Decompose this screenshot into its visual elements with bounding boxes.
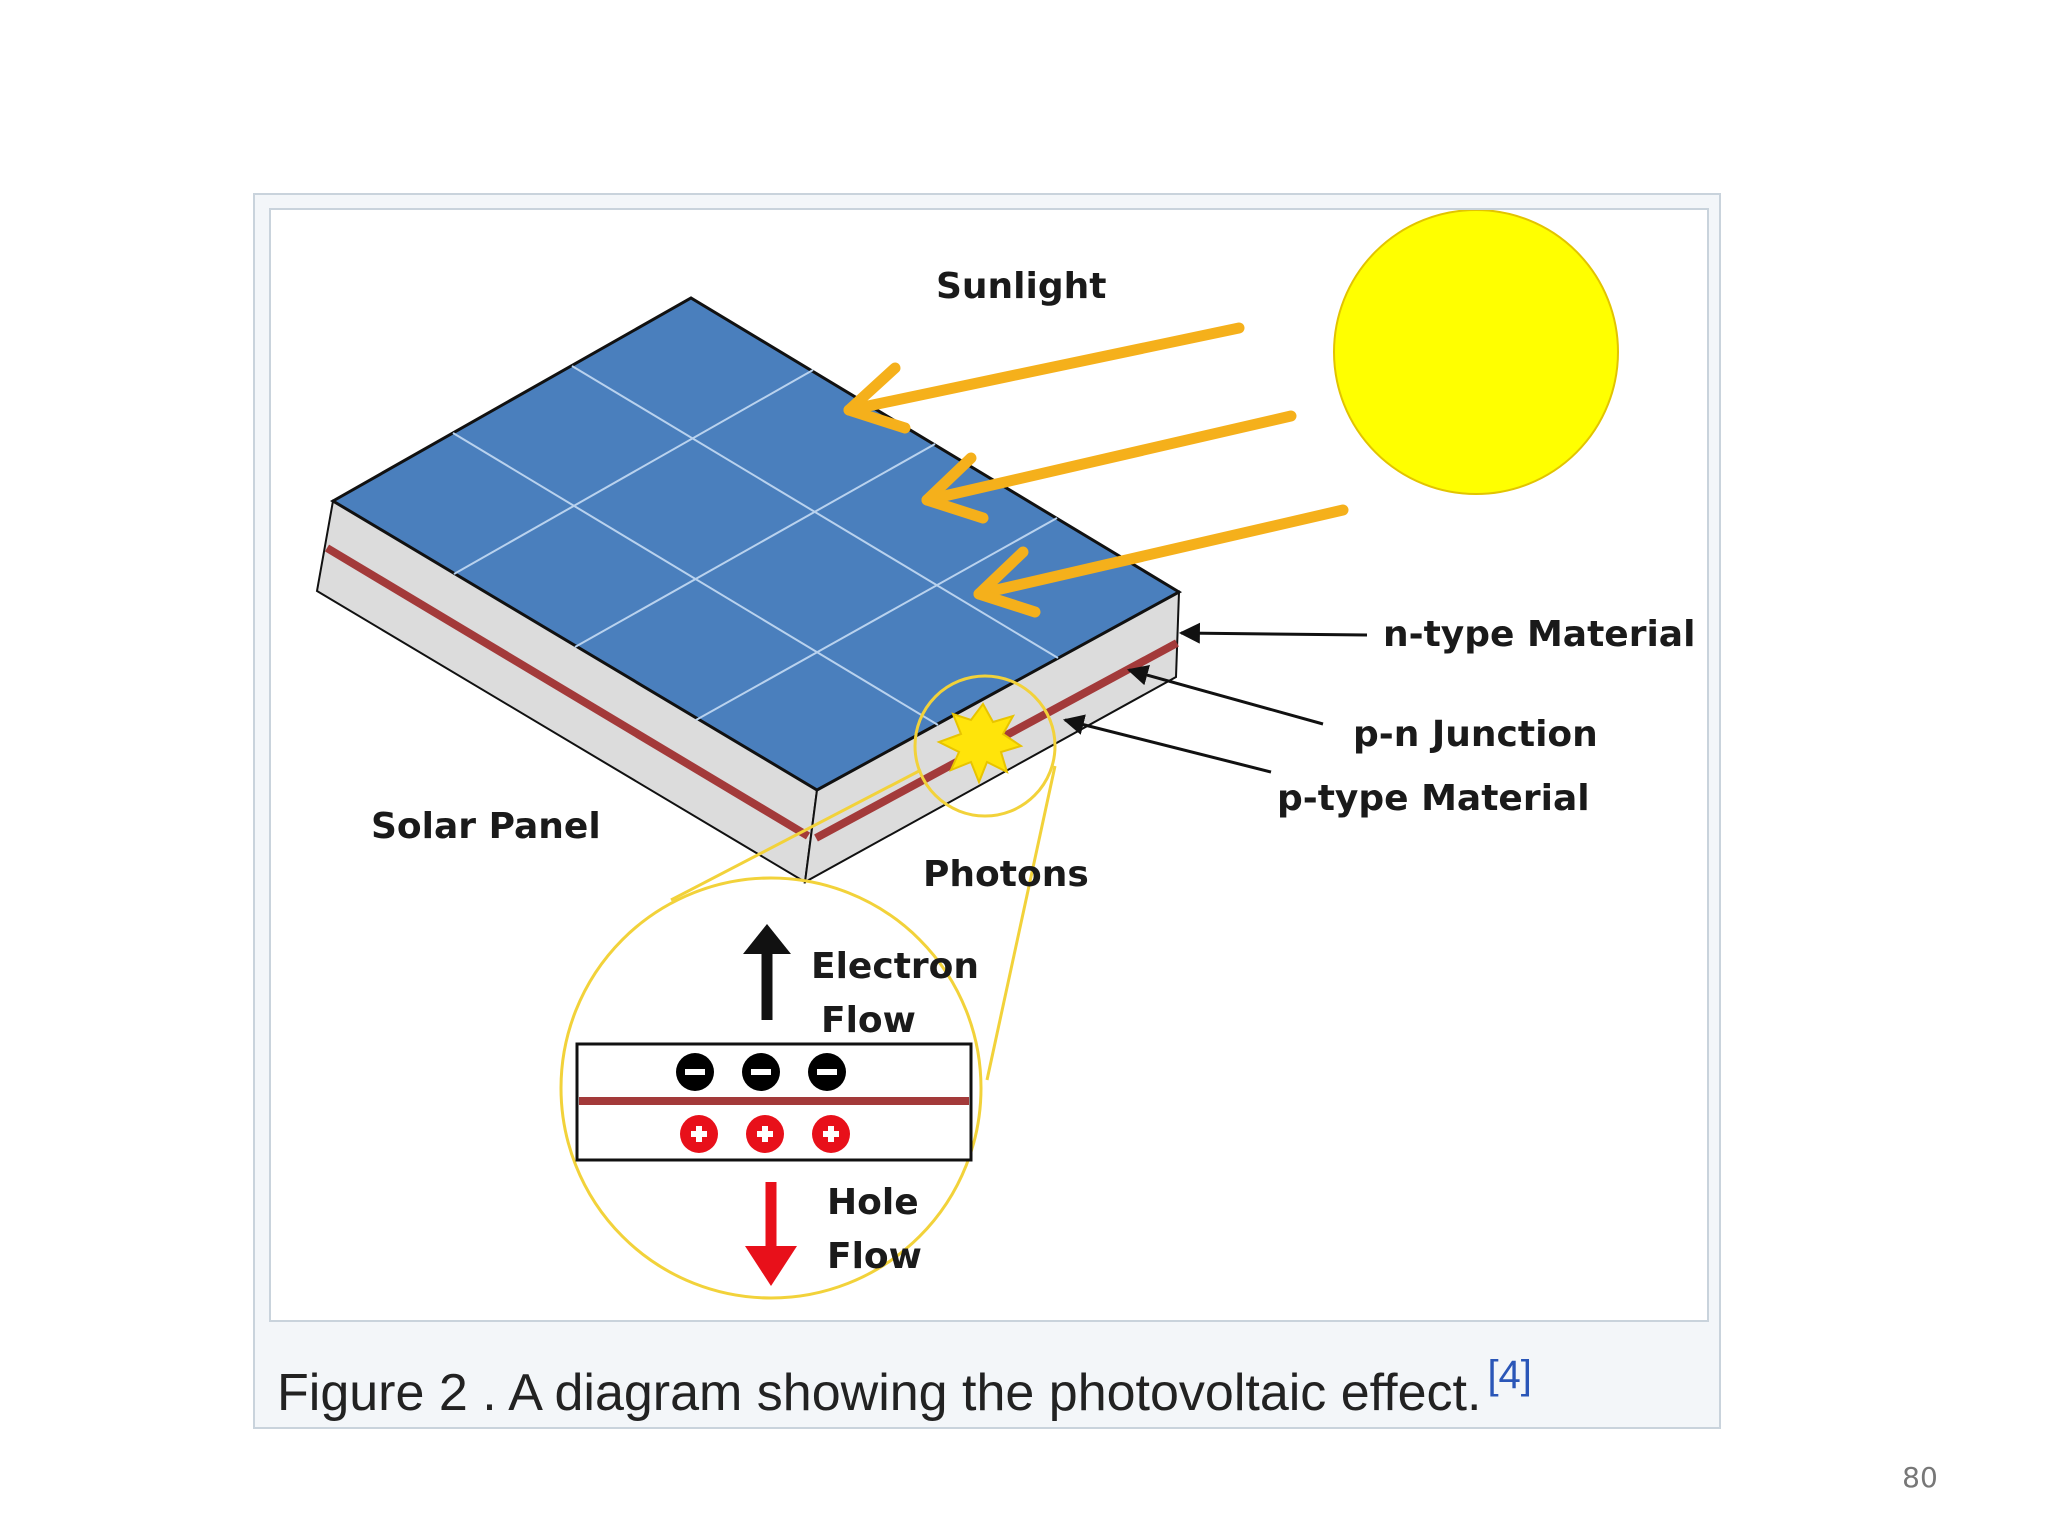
caption-reference-link[interactable]: [4]: [1487, 1353, 1532, 1397]
pn-junction-label: p-n Junction: [1353, 714, 1598, 755]
sunlight-label: Sunlight: [936, 266, 1106, 307]
panel-grid: [452, 365, 1059, 726]
sun: [1333, 210, 1619, 495]
figure-caption: Figure 2 . A diagram showing the photovo…: [277, 1333, 1697, 1422]
zoom-callout: [559, 674, 1057, 1300]
pn-junction-pointer: [1126, 664, 1324, 726]
page-number: 80: [1902, 1461, 1938, 1494]
diagram-area: Sunlight n-type Material p-n Junction p-…: [269, 208, 1709, 1322]
solar-panel-label: Solar Panel: [371, 806, 601, 847]
hole-flow-label-line2: Flow: [827, 1236, 922, 1277]
holes: [680, 1115, 850, 1153]
hole-flow-label-line1: Hole: [827, 1182, 919, 1223]
n-type-pointer: [1178, 622, 1368, 644]
hole-flow-arrow: [745, 1182, 797, 1286]
electron-flow-arrow: [743, 924, 791, 1020]
photon-burst: [936, 702, 1024, 785]
p-type-label: p-type Material: [1277, 778, 1590, 819]
sunlight-arrows: [843, 322, 1349, 618]
electrons: [676, 1053, 846, 1091]
photons-label: Photons: [923, 854, 1089, 895]
photovoltaic-diagram: Sunlight n-type Material p-n Junction p-…: [315, 210, 1695, 1300]
electron-flow-label-line1: Electron: [811, 946, 979, 987]
figure-frame: Sunlight n-type Material p-n Junction p-…: [253, 193, 1721, 1429]
n-type-label: n-type Material: [1383, 614, 1695, 655]
junction-stripe-left: [324, 544, 811, 840]
caption-text: Figure 2 . A diagram showing the photovo…: [277, 1364, 1482, 1422]
electron-flow-label-line2: Flow: [821, 1000, 916, 1041]
p-type-pointer: [1062, 714, 1272, 774]
